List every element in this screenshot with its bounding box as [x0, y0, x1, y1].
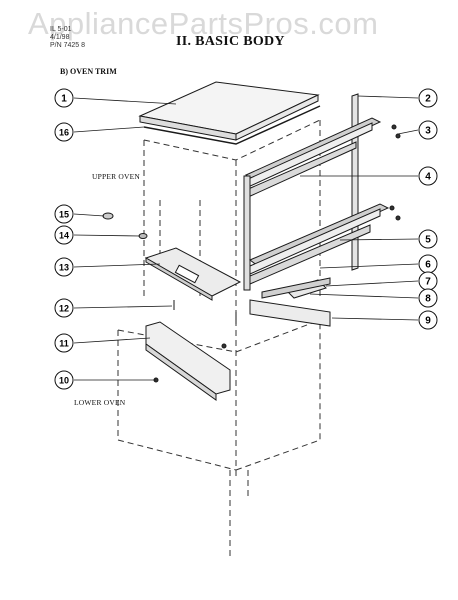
clip: [138, 233, 148, 239]
bottom-rail: [249, 299, 331, 327]
svg-text:4: 4: [425, 172, 431, 183]
callout-11: 11: [54, 333, 74, 353]
trim-strip: [143, 105, 321, 145]
svg-text:14: 14: [59, 231, 69, 241]
callouts: 1 16 2 3 4 5 6 7 8 9 15 14 13 12 11 10: [54, 88, 438, 390]
upper-oven-label: UPPER OVEN: [92, 172, 141, 181]
screw: [391, 124, 397, 130]
callout-15: 15: [54, 204, 74, 224]
callout-12: 12: [54, 298, 74, 318]
callout-8: 8: [418, 288, 438, 308]
callout-1: 1: [54, 88, 74, 108]
callout-10: 10: [54, 370, 74, 390]
svg-text:15: 15: [59, 210, 69, 220]
side-trim-post: [351, 93, 359, 271]
svg-text:11: 11: [59, 339, 69, 349]
callout-5: 5: [418, 229, 438, 249]
svg-text:2: 2: [425, 94, 431, 105]
watermark: AppliancePartsPros.com: [28, 6, 379, 41]
svg-text:9: 9: [425, 316, 431, 327]
section-subtitle: B) OVEN TRIM: [60, 67, 117, 76]
doc-ref-line: IL 5-01: [50, 26, 72, 33]
grommet: [102, 212, 114, 220]
svg-text:5: 5: [425, 235, 431, 246]
doc-ref-line: P/N 7425 8: [50, 42, 86, 49]
screw: [395, 133, 401, 139]
diagram-title: II. BASIC BODY: [176, 34, 285, 49]
svg-text:3: 3: [425, 126, 431, 137]
svg-text:8: 8: [425, 294, 431, 305]
callout-16: 16: [54, 122, 74, 142]
callout-3: 3: [418, 120, 438, 140]
callout-14: 14: [54, 225, 74, 245]
svg-text:7: 7: [425, 277, 431, 288]
document-reference: IL 5-01 4/1/98 P/N 7425 8: [50, 26, 85, 50]
lower-oven-label: LOWER OVEN: [74, 398, 126, 407]
doc-ref-line: 4/1/98: [50, 34, 70, 41]
callout-4: 4: [418, 166, 438, 186]
callout-13: 13: [54, 257, 74, 277]
svg-text:16: 16: [59, 128, 69, 138]
callout-9: 9: [418, 310, 438, 330]
svg-text:13: 13: [59, 263, 69, 273]
callout-6: 6: [418, 254, 438, 274]
screw: [389, 205, 395, 211]
callout-2: 2: [418, 88, 438, 108]
leader-lines: [73, 95, 419, 381]
svg-text:6: 6: [425, 260, 431, 271]
svg-text:1: 1: [61, 94, 67, 105]
svg-text:12: 12: [59, 304, 69, 314]
screw: [395, 215, 401, 221]
svg-text:10: 10: [59, 376, 69, 386]
callout-7: 7: [418, 271, 438, 291]
